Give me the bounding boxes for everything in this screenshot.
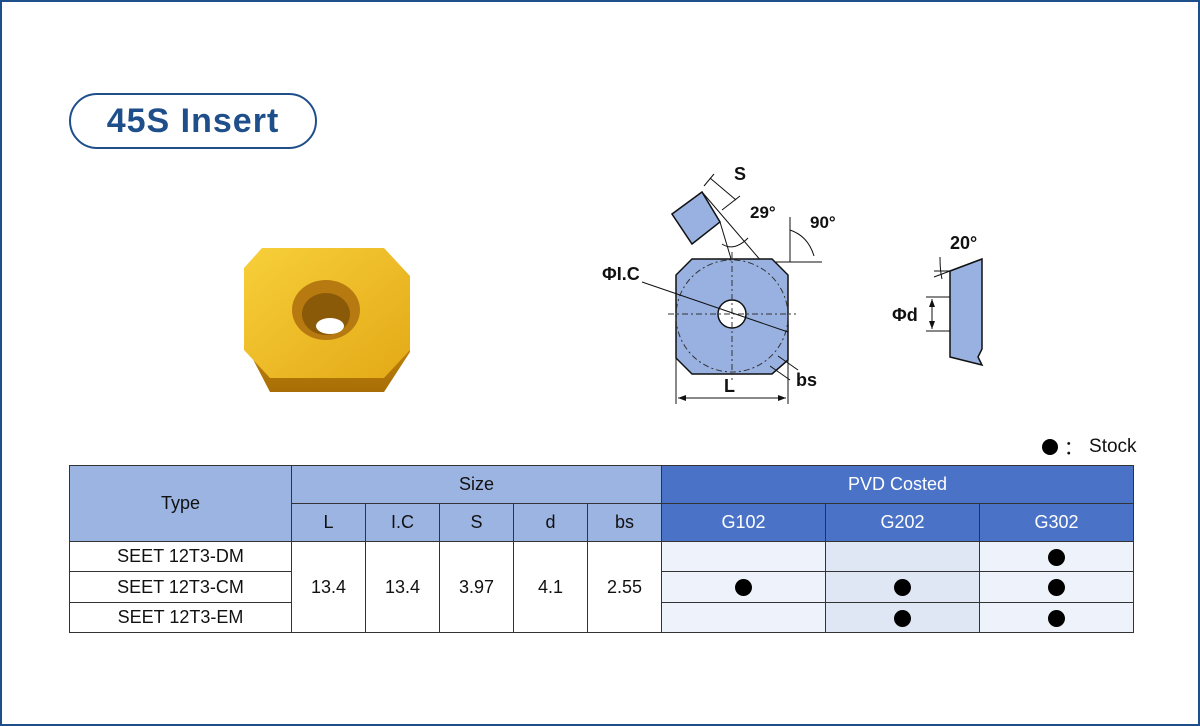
legend-separator: ： — [1064, 438, 1084, 459]
table-row: SEET 12T3-CM — [69, 571, 1134, 603]
label-l: L — [724, 376, 735, 396]
type-cell: SEET 12T3-CM — [69, 571, 292, 603]
table-row: SEET 12T3-DM 13.4 13.4 3.97 4.1 2.55 — [69, 541, 1134, 633]
stock-mark-icon — [1048, 548, 1065, 566]
stock-cell — [979, 602, 1134, 633]
stock-cell — [979, 571, 1134, 603]
header-bs: bs — [587, 503, 662, 542]
label-angle-90: 90° — [810, 213, 836, 232]
header-pvd: PVD Costed — [661, 465, 1134, 504]
stock-mark-icon — [894, 579, 911, 597]
table-row: SEET 12T3-EM — [69, 602, 1134, 633]
type-cell: SEET 12T3-DM — [69, 541, 292, 572]
page-title: 45S Insert — [69, 93, 317, 149]
legend-text: Stock — [1089, 435, 1137, 457]
stock-mark-icon — [1048, 579, 1065, 597]
header-s: S — [439, 503, 514, 542]
size-bs-cell: 2.55 — [587, 541, 662, 633]
header-ic: I.C — [365, 503, 440, 542]
stock-cell — [825, 571, 980, 603]
stock-legend: ： Stock — [1042, 433, 1137, 460]
stock-mark-icon — [894, 609, 911, 627]
label-angle-20: 20° — [950, 233, 977, 253]
insert-technical-drawing: S 29° 90° ΦI.C L bs — [602, 164, 836, 404]
stock-cell — [661, 571, 826, 603]
stock-mark-icon — [735, 579, 752, 597]
label-phi-ic: ΦI.C — [602, 264, 640, 284]
stock-cell — [661, 541, 826, 572]
label-angle-29: 29° — [750, 203, 776, 222]
page-title-text: 45S Insert — [106, 101, 280, 140]
label-bs: bs — [796, 370, 817, 390]
section-view — [670, 190, 721, 246]
stock-cell — [825, 602, 980, 633]
insert-side-view: 20° Φd — [892, 233, 984, 367]
size-l-cell: 13.4 — [291, 541, 366, 633]
size-s-cell: 3.97 — [439, 541, 514, 633]
header-type: Type — [69, 465, 292, 542]
header-g102: G102 — [661, 503, 826, 542]
header-size: Size — [291, 465, 662, 504]
size-ic-cell: 13.4 — [365, 541, 440, 633]
insert-photo — [244, 248, 410, 392]
stock-cell — [825, 541, 980, 572]
stock-cell — [661, 602, 826, 633]
stock-dot-icon — [1042, 438, 1058, 455]
header-l: L — [291, 503, 366, 542]
header-g302: G302 — [979, 503, 1134, 542]
header-g202: G202 — [825, 503, 980, 542]
label-s: S — [734, 164, 746, 184]
stock-cell — [979, 541, 1134, 572]
type-cell: SEET 12T3-EM — [69, 602, 292, 633]
header-d: d — [513, 503, 588, 542]
stock-mark-icon — [1048, 609, 1065, 627]
size-d-cell: 4.1 — [513, 541, 588, 633]
label-phi-d: Φd — [892, 305, 918, 325]
spec-table: Type Size PVD Costed L I.C S d bs G102 G… — [69, 465, 1134, 633]
